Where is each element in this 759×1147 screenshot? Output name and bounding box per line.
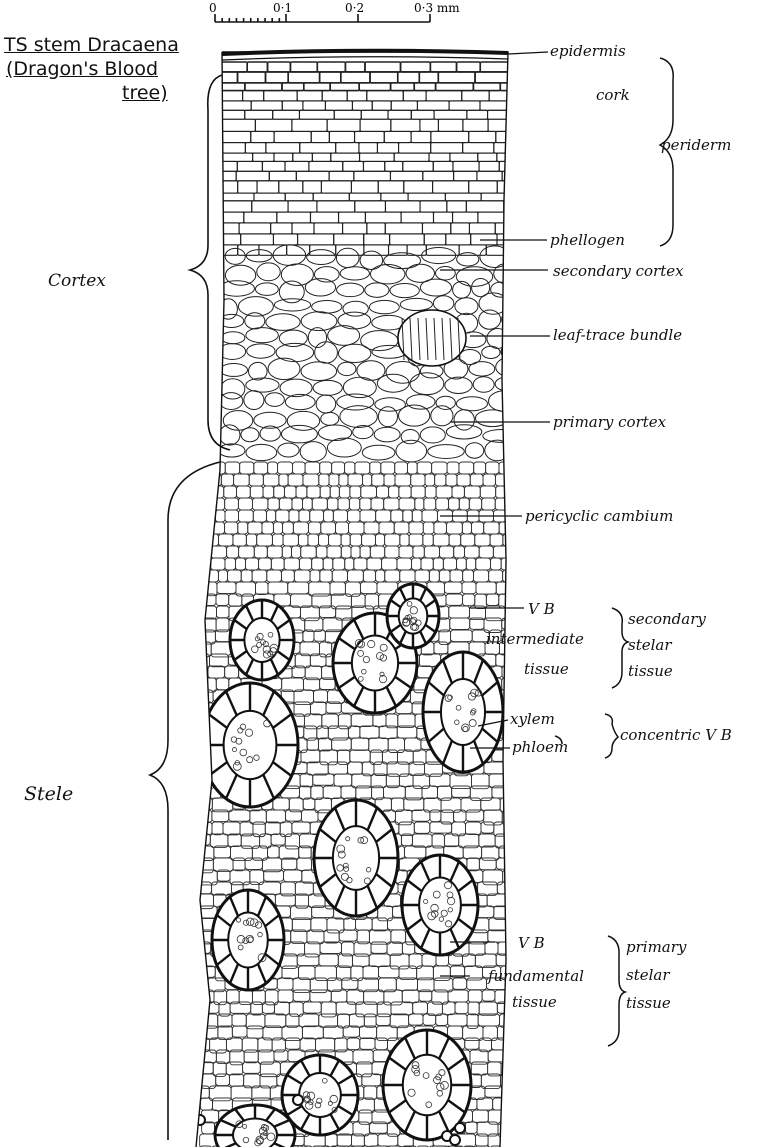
scale-tick-3: 0·3 mm [414,1,460,15]
vascular-bundle [202,683,298,807]
stele-cell [508,498,518,510]
scale-tick-2: 0·2 [345,1,364,15]
stele-cell [510,1038,524,1050]
label-phellogen: phellogen [550,231,625,249]
stele-cell [508,834,521,845]
vascular-bundle [230,600,294,680]
label-primary-stelar-1: primary [626,938,687,956]
stele-cell [510,462,522,474]
stele-cell [511,906,526,921]
label-vb-primary: V B [518,934,545,952]
vascular-bundle [212,890,284,990]
concentric-vb-brace [605,714,618,758]
cortex-cell [510,413,542,426]
cork-cell [504,201,533,212]
stele-cell [196,786,209,800]
stele-cell [507,582,520,595]
cork-cell [511,110,544,119]
stele-cell [509,786,523,798]
stele-cell [506,474,515,486]
stele-cell [501,1062,518,1077]
stele-cell [512,1026,525,1037]
stele-cell [505,762,517,774]
vessel-cell [195,1115,205,1125]
label-intermediate-1: intermediate [486,630,584,648]
stele-cell [197,522,209,534]
label-epidermis: epidermis [550,42,626,60]
stele-cell [505,1110,519,1125]
label-pericyclic-cambium: pericyclic cambium [525,507,673,525]
stele-cell [197,570,208,582]
label-secondary-cortex: secondary cortex [553,262,684,280]
cortex-cell [511,281,542,303]
vascular-bundle [402,855,478,955]
stele-cell [503,870,524,883]
cortex-cell [509,331,539,346]
label-leaf-trace-bundle: leaf-trace bundle [553,326,682,344]
label-secondary-stelar-3: tissue [628,662,673,680]
label-cork: cork [596,86,630,104]
scale-tick-1: 0·1 [273,1,292,15]
stele-cell [509,894,529,906]
cork-cell [505,212,543,223]
cork-cell [512,91,542,101]
leaf-trace-outline [398,310,466,366]
stele-cell [507,930,519,942]
stele-cell [197,474,209,486]
stele-cell [507,1050,522,1064]
vascular-bundle [314,800,398,916]
stele-cell [196,534,205,546]
label-intermediate-2: tissue [524,660,569,678]
cortex-cell [511,441,535,455]
label-vb-secondary: V B [528,600,555,618]
label-concentric-vb: concentric V B [620,726,732,744]
vessel-cell [455,1123,465,1133]
stele-cell [196,666,208,678]
stele-cell [200,498,209,510]
vascular-bundle [387,584,439,648]
stele-cell [509,546,525,558]
primary-stelar-brace [608,936,625,1046]
label-stele: Stele [24,783,73,805]
scale-tick-0: 0 [209,1,217,15]
label-secondary-stelar-1: secondary [628,610,706,628]
cortex-cell [501,343,530,361]
stele-cell [197,558,211,570]
label-cortex: Cortex [48,271,106,291]
label-primary-stelar-3: tissue [626,994,671,1012]
secondary-stelar-brace [612,608,628,688]
stele-cell [505,1086,519,1097]
vessel-cell [450,1135,460,1145]
stele-cell [506,918,523,933]
label-primary-cortex: primary cortex [553,413,667,431]
cortex-cell [509,297,534,310]
stele-cell [198,546,211,558]
label-fundamental-1: fundamental [487,967,584,985]
label-phloem: phloem [512,738,568,756]
vascular-bundle [423,652,503,772]
label-fundamental-2: tissue [512,993,557,1011]
label-secondary-stelar-2: stelar [628,636,672,654]
label-periderm: periderm [661,136,731,154]
cortex-cell [511,248,536,263]
cork-cell [507,193,535,201]
stele-cell [201,486,213,498]
stele-cell [200,510,216,522]
stele-cell [511,774,524,787]
label-xylem: xylem [510,710,555,728]
stele-cell [198,462,211,474]
stele-cell [505,486,519,498]
cortex-cell [502,310,529,330]
stele-cell [196,978,208,991]
vessel-cell [185,1113,195,1123]
stele-cell [500,1074,520,1088]
scale-bar [215,14,430,22]
label-primary-stelar-2: stelar [626,966,670,984]
leaf-trace-bundle [398,310,466,366]
vessel-cell [293,1095,303,1105]
stele-cell [508,1134,521,1146]
cork-cell [510,119,536,131]
